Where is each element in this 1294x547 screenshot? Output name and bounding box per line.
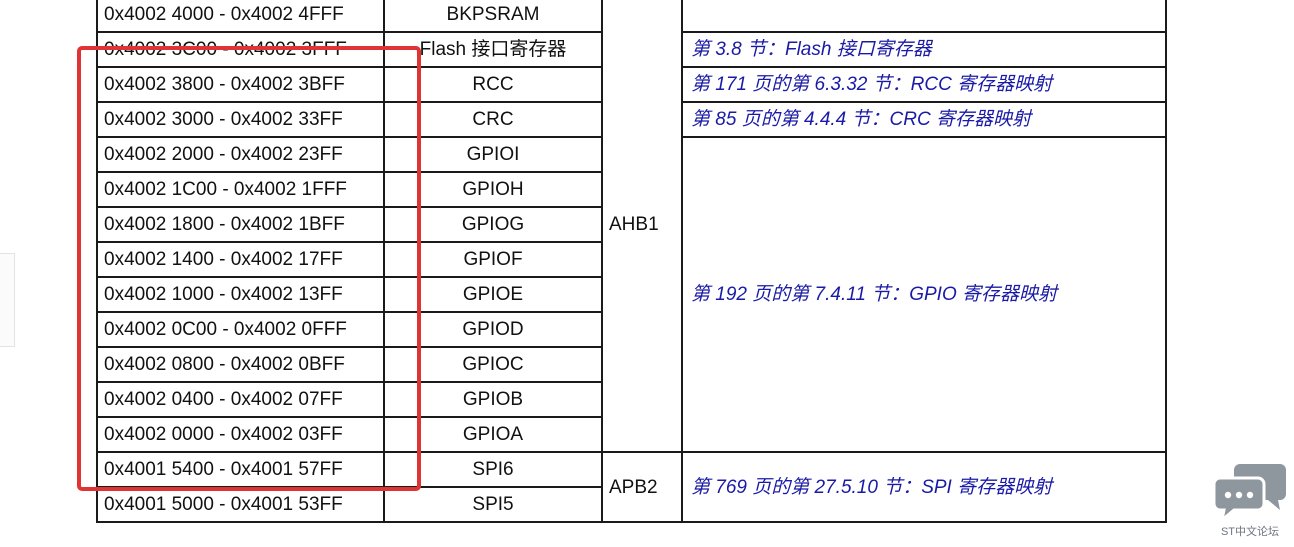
table-row: 0x4002 2000 - 0x4002 23FF GPIOI 第 192 页的… [96, 136, 1167, 453]
table-row: 0x4002 3000 - 0x4002 33FF CRC 第 85 页的第 4… [96, 101, 1167, 138]
address-range-cell: 0x4002 0800 - 0x4002 0BFF [96, 346, 385, 383]
highlight-box [77, 46, 421, 491]
address-range-cell: 0x4002 4000 - 0x4002 4FFF [96, 0, 385, 33]
address-range-cell: 0x4001 5400 - 0x4001 57FF [96, 451, 385, 488]
address-range-cell: 0x4002 0400 - 0x4002 07FF [96, 381, 385, 418]
bus-cell-apb2: APB2 [601, 451, 683, 523]
address-range-cell: 0x4002 1000 - 0x4002 13FF [96, 276, 385, 313]
reference-link-spi[interactable]: 第 769 页的第 27.5.10 节：SPI 寄存器映射 [681, 451, 1167, 523]
address-range-cell: 0x4002 3800 - 0x4002 3BFF [96, 66, 385, 103]
table-row: 0x4001 5400 - 0x4001 57FF SPI6 APB2 第 76… [96, 451, 1167, 523]
peripheral-name-cell: BKPSRAM [383, 0, 603, 33]
address-range-cell: 0x4002 1C00 - 0x4002 1FFF [96, 171, 385, 208]
forum-label: ST中文论坛 [1220, 526, 1280, 538]
side-panel-edge [0, 253, 15, 347]
table-row: 0x4002 0000 - 0x4002 03FF GPIOA [96, 416, 1166, 453]
table-row: 0x4002 1000 - 0x4002 13FF GPIOE [96, 276, 1166, 313]
reference-link-gpio[interactable]: 第 192 页的第 7.4.11 节：GPIO 寄存器映射 [681, 136, 1167, 453]
bus-cell-ahb1: AHB1 [601, 0, 683, 453]
address-range-cell: 0x4002 1800 - 0x4002 1BFF [96, 206, 385, 243]
address-range-cell: 0x4002 0000 - 0x4002 03FF [96, 416, 385, 453]
address-range-cell: 0x4002 3000 - 0x4002 33FF [96, 101, 385, 138]
address-range-cell: 0x4002 0C00 - 0x4002 0FFF [96, 311, 385, 348]
table-row: 0x4002 4000 - 0x4002 4FFF BKPSRAM AHB1 [96, 0, 1167, 453]
table-row: 0x4002 1400 - 0x4002 17FF GPIOF [96, 241, 1166, 278]
reference-cell-empty [681, 0, 1167, 33]
peripheral-name-cell: SPI5 [383, 486, 603, 523]
address-range-cell: 0x4002 1400 - 0x4002 17FF [96, 241, 385, 278]
reference-link-crc[interactable]: 第 85 页的第 4.4.4 节：CRC 寄存器映射 [681, 101, 1167, 138]
address-range-cell: 0x4001 5000 - 0x4001 53FF [96, 486, 385, 523]
address-range-cell: 0x4002 2000 - 0x4002 23FF [96, 136, 385, 173]
reference-link-rcc[interactable]: 第 171 页的第 6.3.32 节：RCC 寄存器映射 [681, 66, 1167, 103]
forum-watermark: ST中文论坛 [1212, 462, 1288, 544]
reference-link-flash[interactable]: 第 3.8 节：Flash 接口寄存器 [681, 31, 1167, 68]
chat-bubbles-icon [1212, 464, 1286, 524]
